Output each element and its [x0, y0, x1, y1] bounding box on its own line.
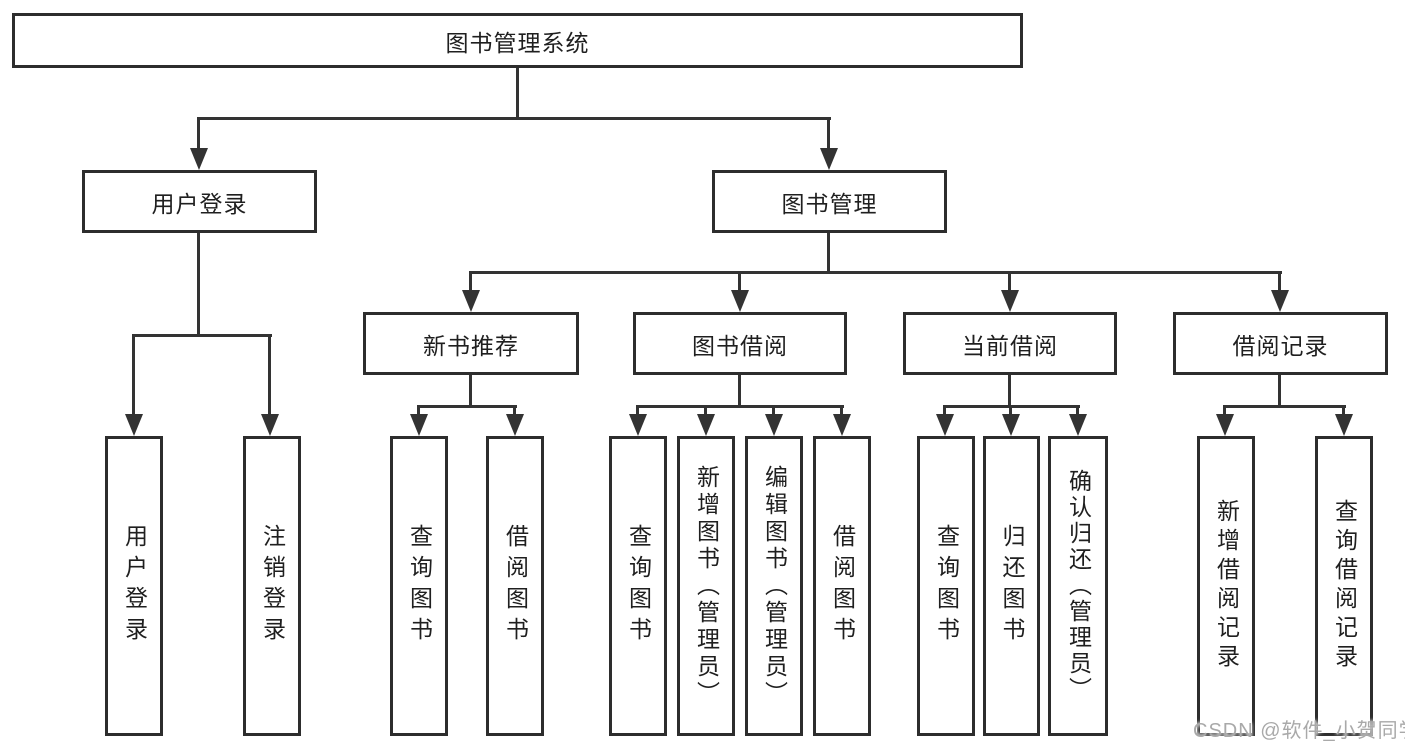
- connector-vline: [738, 271, 741, 294]
- arrow-down-icon: [731, 290, 749, 312]
- arrow-down-icon: [1069, 414, 1087, 436]
- leaf-cb-return-books: 归还图书: [983, 436, 1040, 736]
- leaf-br-add-record: 新增借阅记录: [1197, 436, 1255, 736]
- connector-hline: [1223, 405, 1346, 408]
- arrow-down-icon: [697, 414, 715, 436]
- arrow-down-icon: [936, 414, 954, 436]
- connector-vline: [469, 375, 472, 408]
- node-book-borrow: 图书借阅: [633, 312, 847, 375]
- arrow-down-icon: [506, 414, 524, 436]
- leaf-logout: 注销登录: [243, 436, 301, 736]
- arrow-down-icon: [629, 414, 647, 436]
- connector-hline: [132, 334, 272, 337]
- arrow-down-icon: [765, 414, 783, 436]
- connector-vline: [636, 405, 639, 418]
- leaf-bb-query-books: 查询图书: [609, 436, 667, 736]
- connector-vline: [840, 405, 843, 418]
- arrow-down-icon: [261, 414, 279, 436]
- leaf-cb-query-books: 查询图书: [917, 436, 975, 736]
- leaf-bb-add-books-admin: 新增图书（管理员）: [677, 436, 735, 736]
- connector-vline: [469, 271, 472, 294]
- arrow-down-icon: [820, 148, 838, 170]
- connector-vline: [1278, 375, 1281, 408]
- arrow-down-icon: [462, 290, 480, 312]
- arrow-down-icon: [190, 148, 208, 170]
- connector-vline: [268, 334, 271, 416]
- node-new-book-recommend: 新书推荐: [363, 312, 579, 375]
- connector-vline: [827, 118, 830, 152]
- connector-hline: [469, 271, 1282, 274]
- node-book-management: 图书管理: [712, 170, 947, 233]
- connector-vline: [417, 405, 420, 418]
- connector-vline: [943, 405, 946, 418]
- connector-hline: [636, 405, 844, 408]
- connector-vline: [1278, 271, 1281, 294]
- arrow-down-icon: [833, 414, 851, 436]
- node-current-borrow: 当前借阅: [903, 312, 1117, 375]
- leaf-nbr-query-books: 查询图书: [390, 436, 448, 736]
- leaf-br-query-record: 查询借阅记录: [1315, 436, 1373, 736]
- arrow-down-icon: [1271, 290, 1289, 312]
- connector-vline: [1008, 375, 1011, 408]
- connector-vline: [1076, 405, 1079, 418]
- connector-vline: [1223, 405, 1226, 418]
- watermark: CSDN @软件_小贺同学: [1193, 720, 1405, 742]
- connector-vline: [772, 405, 775, 418]
- connector-hline: [417, 405, 517, 408]
- connector-vline: [1009, 405, 1012, 418]
- arrow-down-icon: [410, 414, 428, 436]
- connector-vline: [197, 233, 200, 337]
- leaf-user-login: 用户登录: [105, 436, 163, 736]
- leaf-nbr-borrow-books: 借阅图书: [486, 436, 544, 736]
- leaf-cb-confirm-return-admin: 确认归还（管理员）: [1048, 436, 1108, 736]
- connector-vline: [704, 405, 707, 418]
- connector-vline: [516, 68, 519, 120]
- connector-vline: [197, 118, 200, 152]
- connector-vline: [1342, 405, 1345, 418]
- arrow-down-icon: [1335, 414, 1353, 436]
- connector-vline: [1008, 271, 1011, 294]
- arrow-down-icon: [1216, 414, 1234, 436]
- node-user-login: 用户登录: [82, 170, 317, 233]
- arrow-down-icon: [1001, 290, 1019, 312]
- node-borrow-records: 借阅记录: [1173, 312, 1388, 375]
- connector-vline: [738, 375, 741, 408]
- arrow-down-icon: [125, 414, 143, 436]
- node-root: 图书管理系统: [12, 13, 1023, 68]
- leaf-bb-borrow-books: 借阅图书: [813, 436, 871, 736]
- connector-vline: [513, 405, 516, 418]
- leaf-bb-edit-books-admin: 编辑图书（管理员）: [745, 436, 803, 736]
- connector-vline: [827, 233, 830, 274]
- connector-hline: [197, 117, 831, 120]
- connector-vline: [132, 334, 135, 416]
- arrow-down-icon: [1002, 414, 1020, 436]
